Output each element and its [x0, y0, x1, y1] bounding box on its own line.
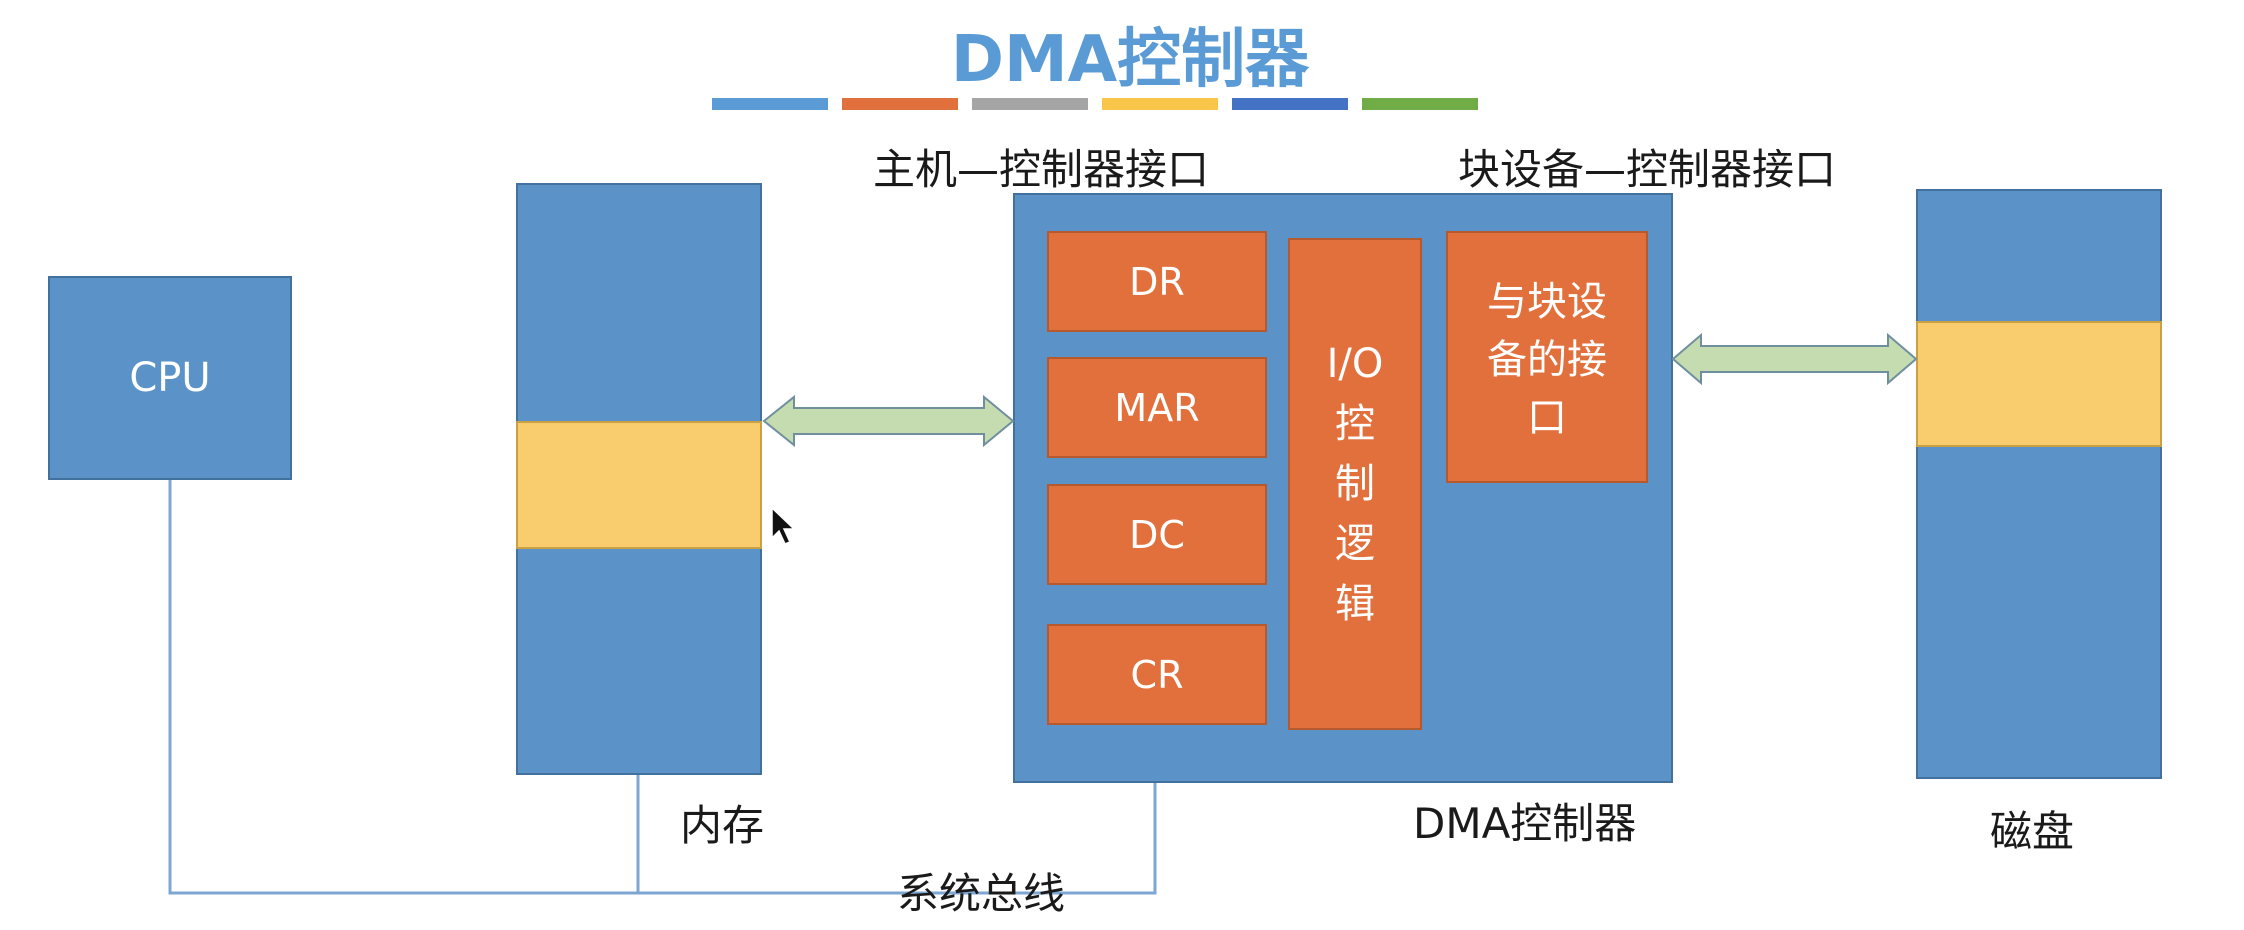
register-mar-label: MAR	[1114, 385, 1200, 430]
register-dr: DR	[1047, 231, 1267, 332]
register-cr-label: CR	[1130, 652, 1184, 697]
device-interface-block: 与块设备的接口	[1446, 231, 1648, 483]
system-bus-label: 系统总线	[897, 869, 1066, 918]
device-interface-label: 与块设备的接口	[1487, 279, 1607, 441]
memory-label: 内存	[680, 801, 765, 850]
block-device-interface-label: 块设备—控制器接口	[1458, 145, 1837, 194]
disk-buffer	[1916, 321, 2162, 447]
disk-label: 磁盘	[1990, 807, 2075, 856]
title-bar-segment	[842, 98, 958, 110]
title-bar-segment	[712, 98, 828, 110]
cpu-block: CPU	[48, 276, 292, 480]
device-disk-arrow	[1671, 332, 1918, 386]
bus-line-cpu	[168, 480, 1157, 895]
title-bar-segment	[972, 98, 1088, 110]
register-mar: MAR	[1047, 357, 1267, 458]
register-dc-label: DC	[1129, 512, 1185, 557]
io-logic-char-5: 辑	[1335, 581, 1375, 627]
title-bar-segment	[1232, 98, 1348, 110]
io-control-logic: I/O 控 制 逻 辑	[1288, 238, 1422, 730]
register-cr: CR	[1047, 624, 1267, 725]
host-interface-label: 主机—控制器接口	[873, 145, 1210, 194]
title-bar-segment	[1102, 98, 1218, 110]
register-dr-label: DR	[1129, 259, 1185, 304]
disk-block	[1916, 189, 2162, 779]
io-logic-char-3: 制	[1335, 461, 1375, 507]
cpu-label: CPU	[129, 355, 211, 401]
io-logic-char-2: 控	[1335, 401, 1375, 447]
register-dc: DC	[1047, 484, 1267, 585]
memory-dma-arrow	[762, 394, 1015, 448]
io-logic-char-1: I/O	[1326, 341, 1384, 387]
page-title: DMA控制器	[950, 23, 1310, 97]
title-bar-segment	[1362, 98, 1478, 110]
memory-buffer	[516, 421, 762, 549]
io-logic-char-4: 逻	[1335, 521, 1375, 567]
dma-controller-label: DMA控制器	[1413, 799, 1637, 848]
